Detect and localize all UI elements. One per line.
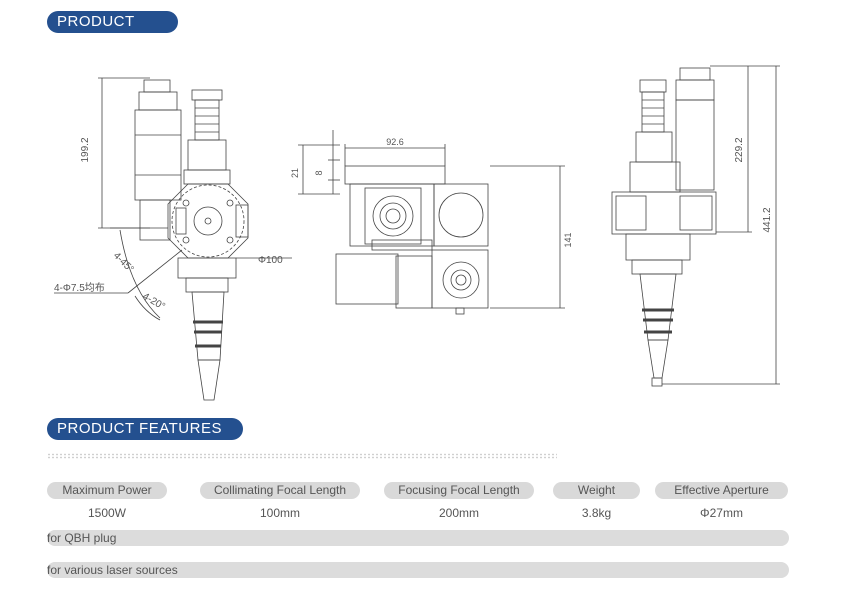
feature-text-qbh: for QBH plug [47, 531, 117, 545]
dim-441-label: 441.2 [762, 207, 773, 232]
spec-label-weight: Weight [553, 482, 640, 499]
spec-value-max-power: 1500W [87, 506, 127, 520]
right-view-drawing [611, 65, 780, 387]
feature-bar-laser-sources: for various laser sources [47, 562, 789, 578]
spec-label-aperture: Effective Aperture [655, 482, 788, 499]
dotted-divider [47, 453, 557, 459]
diameter-label: Φ100 [258, 255, 283, 266]
angle-45-label: 4-45° [111, 250, 136, 275]
spec-value-collimating: 100mm [259, 506, 300, 520]
feature-text-laser-sources: for various laser sources [47, 563, 178, 577]
spec-value-aperture: Φ27mm [700, 506, 743, 520]
angle-20-label: 4-20° [141, 291, 167, 313]
dim-199-label: 199.2 [80, 137, 91, 162]
technical-drawings: 199.2 4-45° 4-20° 4-Φ7.5均布 Φ100 92.6 21 … [54, 65, 780, 401]
dim-8-label: 8 [314, 170, 324, 175]
dim-92-label: 92.6 [386, 137, 404, 147]
feature-bar-qbh: for QBH plug [47, 530, 789, 546]
spec-label-collimating: Collimating Focal Length [200, 482, 360, 499]
holes-label: 4-Φ7.5均布 [54, 282, 105, 294]
left-view-drawing [54, 77, 292, 401]
product-features-title: PRODUCT FEATURES [47, 418, 243, 440]
middle-view-drawing [298, 130, 565, 315]
dim-141-label: 141 [563, 232, 573, 247]
product-size-title: PRODUCT SIZE [47, 11, 178, 52]
spec-value-focusing: 200mm [438, 506, 479, 520]
dim-229-label: 229.2 [734, 137, 745, 162]
spec-label-max-power: Maximum Power [47, 482, 167, 499]
dim-21-label: 21 [290, 168, 300, 178]
spec-label-focusing: Focusing Focal Length [384, 482, 534, 499]
spec-value-weight: 3.8kg [581, 506, 612, 520]
